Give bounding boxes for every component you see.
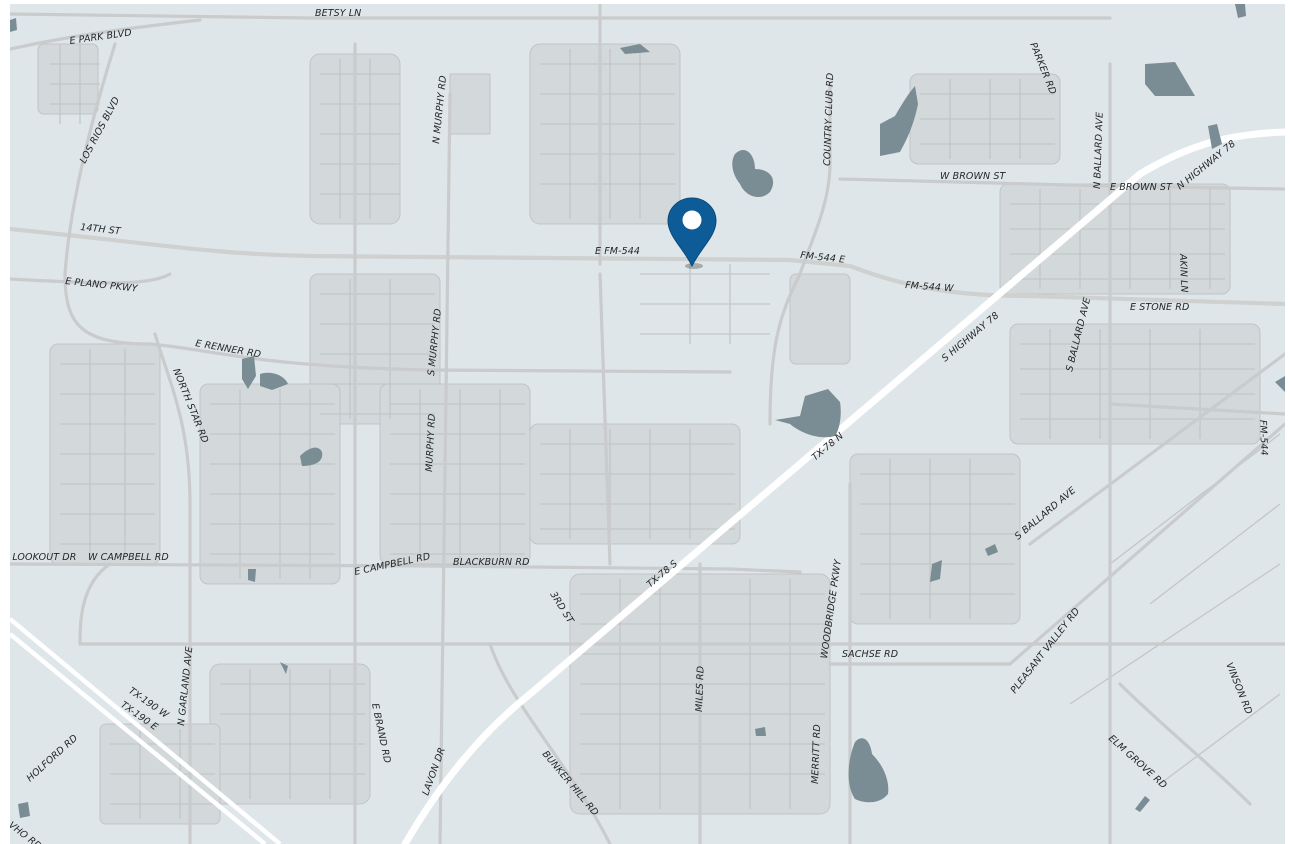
label-e-plano-pkwy: E PLANO PKWY	[65, 276, 139, 295]
label-e-stone-rd: E STONE RD	[1130, 302, 1189, 313]
label-holford-rd: HOLFORD RD	[25, 733, 80, 784]
label-betsy-ln: BETSY LN	[315, 8, 361, 19]
label-n-ballard-ave: N BALLARD AVE	[1092, 112, 1106, 189]
water-bodies	[10, 4, 1285, 818]
minor-streets	[50, 44, 1281, 819]
label-murphy-rd: MURPHY RD	[424, 413, 438, 472]
label-e-fm-544: E FM-544	[595, 246, 640, 257]
label-14th-st: 14TH ST	[80, 222, 123, 237]
location-pin-icon[interactable]	[664, 194, 720, 272]
label-country-club-rd: COUNTRY CLUB RD	[822, 73, 836, 167]
label-e-brown-st: E BROWN ST	[1110, 182, 1173, 193]
label-w-campbell-rd: W CAMPBELL RD	[88, 552, 169, 563]
label-merritt-rd: MERRITT RD	[810, 724, 823, 784]
label-miles-rd: MILES RD	[694, 666, 707, 712]
label-n-murphy-rd: N MURPHY RD	[431, 75, 449, 144]
label-e-renner-rd: E RENNER RD	[194, 338, 261, 360]
highways	[10, 128, 1285, 844]
label-blackburn-rd: BLACKBURN RD	[453, 557, 530, 568]
label-elm-grove-rd: ELM GROVE RD	[1106, 733, 1169, 791]
label-w-brown-st: W BROWN ST	[940, 171, 1006, 182]
label-e-park-blvd: E PARK BLVD	[69, 27, 133, 47]
label-vho-rd: VHO RD	[10, 820, 43, 844]
label-akin-ln: AKIN LN	[1177, 253, 1189, 293]
location-pin-shape	[667, 197, 717, 269]
label-fm-544-right: FM-544	[1257, 420, 1269, 456]
map-canvas[interactable]: BETSY LN E PARK BLVD LOS RIOS BLVD N MUR…	[10, 4, 1285, 844]
label-e-brand-rd: E BRAND RD	[369, 702, 392, 764]
map-view[interactable]: BETSY LN E PARK BLVD LOS RIOS BLVD N MUR…	[10, 4, 1285, 844]
label-sachse-rd: SACHSE RD	[842, 649, 898, 660]
label-vinson-rd: VINSON RD	[1223, 661, 1254, 716]
roads	[10, 4, 1285, 844]
label-fm-544-w: FM-544 W	[905, 280, 955, 294]
label-fm-544-e: FM-544 E	[800, 250, 846, 266]
label-n-garland-ave: N GARLAND AVE	[176, 646, 195, 726]
label-lookout-dr: N LOOKOUT DR	[10, 552, 76, 563]
